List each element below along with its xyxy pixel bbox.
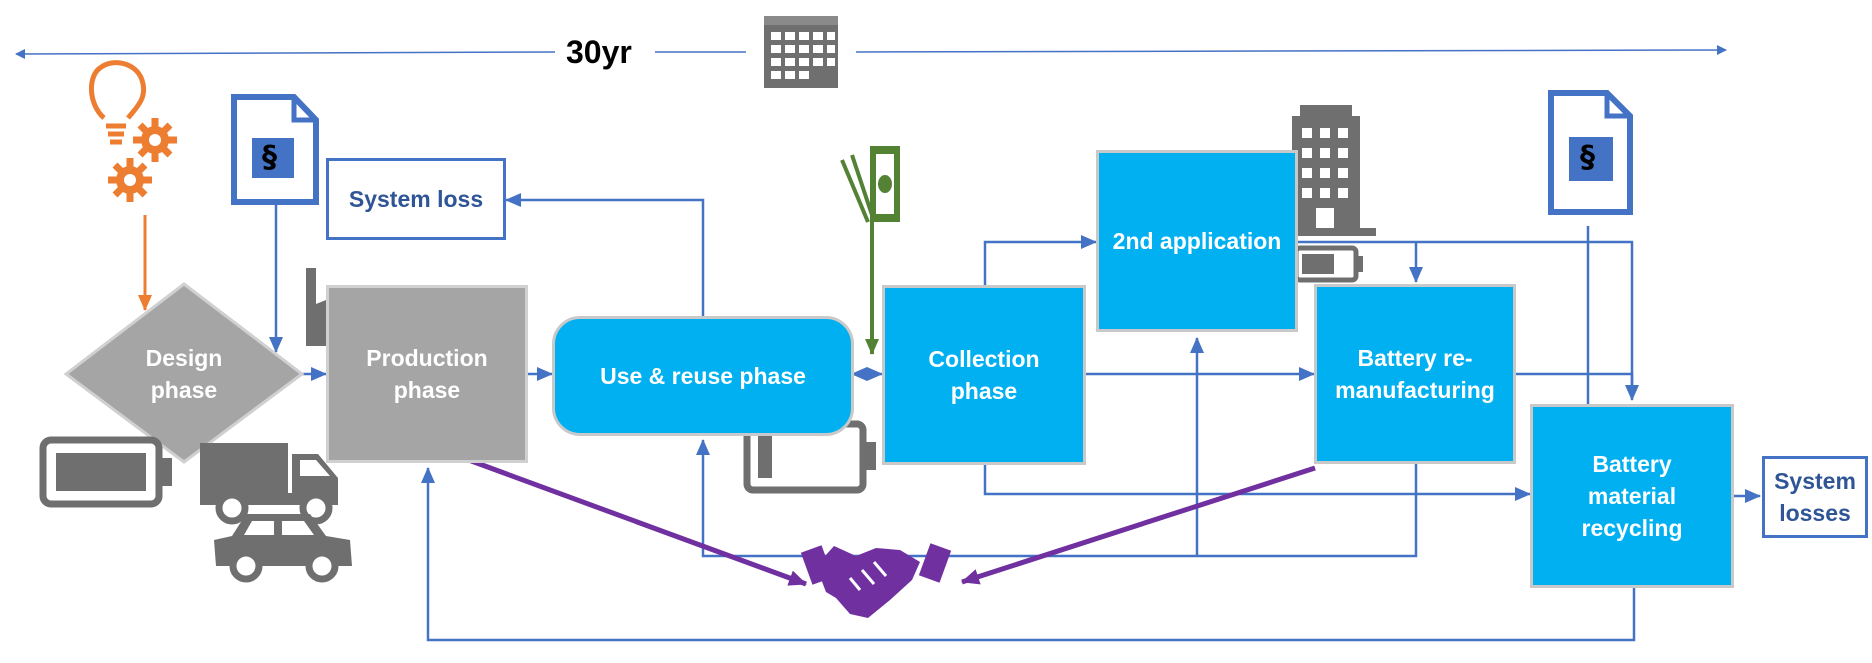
flow-connectors (269, 193, 1761, 642)
gear-icon (108, 118, 177, 202)
collection-phase-label: Collection phase (928, 346, 1040, 404)
use-reuse-phase-label: Use & reuse phase (600, 363, 806, 389)
timeline-arrow (15, 45, 1727, 59)
timeline-label: 30yr (566, 34, 632, 70)
battery-half-icon (1293, 245, 1363, 283)
remanufacturing-partnership-arrow (961, 465, 1316, 585)
design-phase-node[interactable] (63, 282, 305, 464)
regulation-document-icon (1548, 90, 1633, 215)
battery-remanufacturing-node[interactable]: Battery re- manufacturing (1314, 284, 1516, 464)
money-icon (840, 146, 900, 223)
collection-phase-node[interactable]: Collection phase (882, 285, 1086, 465)
second-application-node[interactable]: 2nd application (1096, 150, 1298, 332)
system-losses-label: System losses (1774, 468, 1856, 526)
production-phase-label: Production phase (366, 345, 488, 403)
building-icon (1288, 105, 1376, 236)
second-application-label: 2nd application (1112, 228, 1282, 254)
calendar-icon (764, 16, 838, 88)
system-losses-node[interactable]: System losses (1762, 456, 1868, 538)
battery-material-recycling-label: Battery material recycling (1581, 451, 1683, 541)
battery-full-icon (39, 436, 172, 508)
system-loss-label: System loss (348, 186, 484, 212)
car-icon (214, 514, 352, 583)
section-symbol-left: § (262, 140, 277, 175)
production-phase-node[interactable]: Production phase (326, 285, 528, 463)
section-symbol-right: § (1580, 140, 1595, 175)
battery-remanufacturing-label: Battery re- manufacturing (1335, 345, 1495, 403)
regulation-document-icon (231, 94, 319, 205)
truck-icon (200, 443, 338, 525)
design-phase-label: Design phase (124, 342, 244, 406)
design-phase-text: Design phase (145, 345, 223, 403)
use-reuse-phase-node[interactable]: Use & reuse phase (552, 316, 854, 436)
lightbulb-gears-icon (89, 60, 146, 145)
production-partnership-arrow (454, 452, 807, 587)
system-loss-node[interactable]: System loss (326, 158, 506, 240)
battery-material-recycling-node[interactable]: Battery material recycling (1530, 404, 1734, 588)
handshake-icon (800, 543, 952, 618)
